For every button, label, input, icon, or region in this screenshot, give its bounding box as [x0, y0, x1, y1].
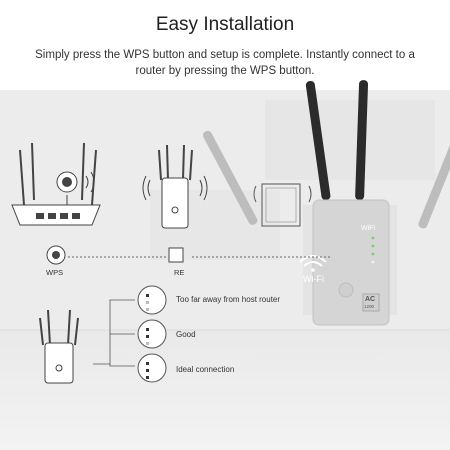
- page-title: Easy Installation: [155, 14, 295, 35]
- device-badge-text: AC: [365, 296, 376, 303]
- device-badge-sub: 1200: [364, 304, 375, 309]
- signal-level-label: Ideal connection: [176, 365, 235, 374]
- wps-label: WPS: [46, 268, 64, 277]
- subtitle: Simply press the WPS button and setup is…: [35, 49, 415, 77]
- signal-level-label: Good: [176, 330, 196, 339]
- re-label: RE: [174, 268, 185, 277]
- wifi-label: Wi-Fi: [303, 274, 324, 284]
- signal-level-label: Too far away from host router: [176, 295, 281, 304]
- device-wifi-text: WiFi: [361, 225, 375, 232]
